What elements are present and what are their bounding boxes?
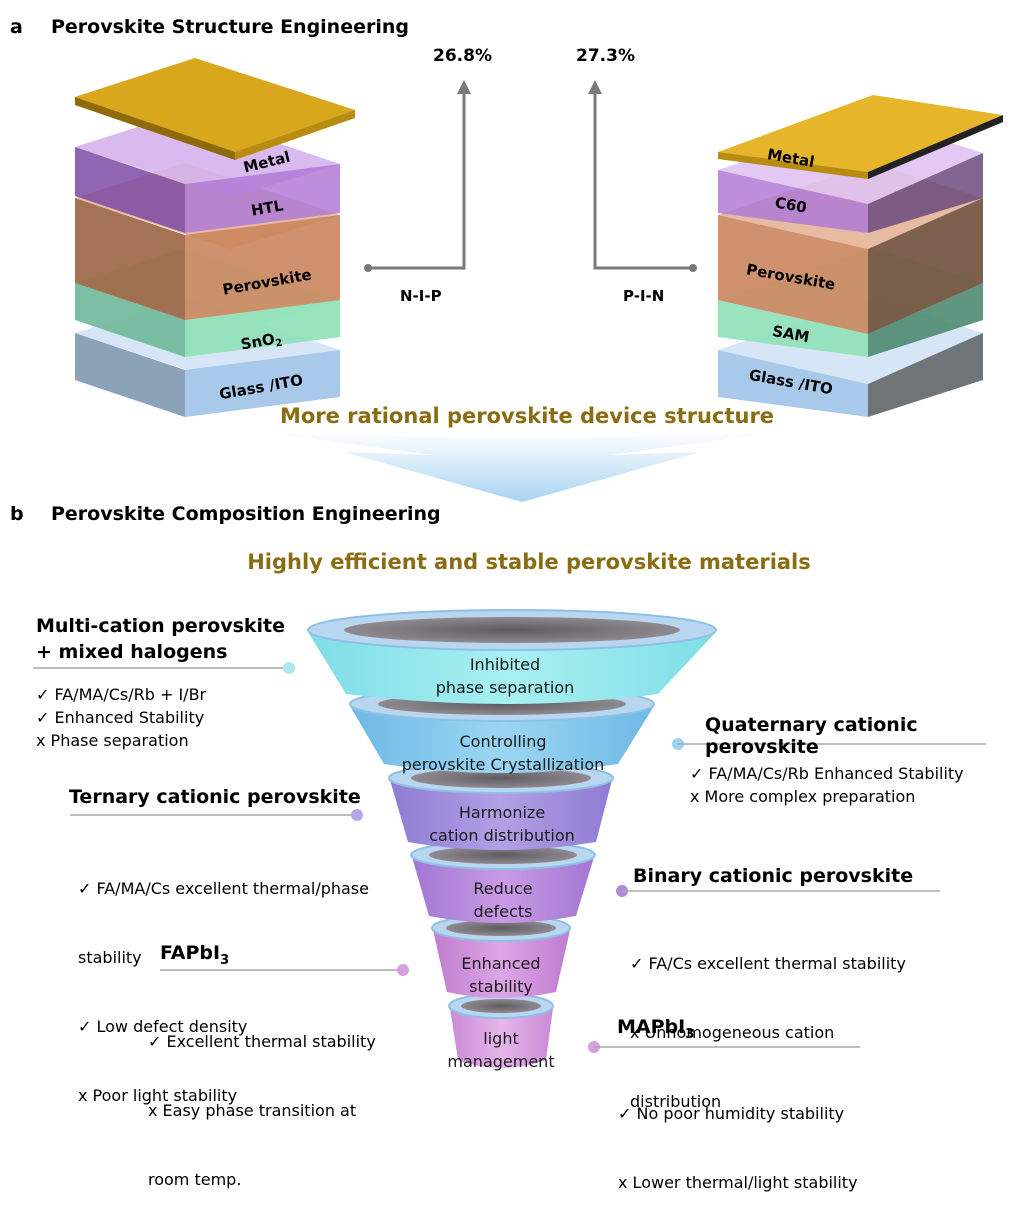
mapbi3-title-main: MAPbI [617,1016,686,1038]
multi-title-line1: Multi-cation perovskite [36,615,286,637]
funnel-tier-1 [307,609,717,704]
fapbi3-title-sub: 3 [220,952,230,968]
section-b-letter: b [10,503,24,525]
nip-label-htl: HTL [250,196,285,219]
multi-point-2: ✓ Enhanced Stability [36,708,205,727]
multi-point-1: ✓ FA/MA/Cs/Rb + I/Br [36,685,207,704]
funnel-label-3a: Harmonize [459,803,545,822]
pin-connector [588,80,697,272]
multi-title-line2: + mixed halogens [36,641,228,663]
funnel-label-1a: Inhibited [470,655,540,674]
funnel-label-5b: stability [469,977,533,996]
section-b-banner: Highly efficient and stable perovskite m… [247,550,811,574]
leader-multi [33,662,295,674]
pin-efficiency: 27.3% [576,46,635,66]
ternary-point-1: ✓ FA/MA/Cs excellent thermal/phase [78,879,369,898]
multi-point-3: x Phase separation [36,731,189,750]
section-a-letter: a [10,16,23,38]
ternary-point-3: ✓ Low defect density [78,1017,248,1036]
fapbi3-title: FAPbI3 [160,942,229,968]
binary-title: Binary cationic perovskite [633,865,914,887]
funnel-label-6b: management [447,1052,554,1071]
ternary-points: ✓ FA/MA/Cs excellent thermal/phase stabi… [78,831,369,1130]
mapbi3-title: MAPbI3 [617,1016,694,1042]
nip-label-sno2-sub: 2 [275,337,284,349]
transition-arrow [260,432,780,502]
ternary-point-4: x Poor light stability [78,1086,238,1105]
section-a-banner: More rational perovskite device structur… [279,404,775,428]
nip-layer-metal [75,58,355,160]
mapbi3-title-sub: 3 [685,1026,695,1042]
ternary-title: Ternary cationic perovskite [69,786,361,808]
binary-points: ✓ FA/Cs excellent thermal stability x Un… [630,906,906,1136]
nip-label-sno2-main: SnO [239,330,276,354]
pin-stack [718,95,1003,417]
funnel-tier-6 [448,993,554,1068]
pin-arch-label: P-I-N [623,287,665,305]
funnel-label-6a: light [483,1029,518,1048]
funnel-label-2b: perovskite Crystallization [402,755,605,774]
quaternary-point-2: x More complex preparation [690,787,916,806]
funnel-label-3b: cation distribution [429,826,575,845]
quaternary-point-1: ✓ FA/MA/Cs/Rb Enhanced Stability [690,764,964,783]
multi-title: Multi-cation perovskite + mixed halogens [36,613,285,665]
fapbi3-title-main: FAPbI [160,942,221,964]
fapbi3-point-1: ✓ Excellent thermal stability [148,1032,376,1051]
leader-mapbi3 [588,1041,860,1053]
funnel-tier-5 [431,914,571,998]
nip-arch-label: N-I-P [400,287,442,305]
nip-efficiency: 26.8% [433,46,492,66]
pin-layer-metal [718,95,1003,179]
binary-point-2: x Unhomogeneous cation [630,1023,835,1042]
funnel-label-1b: phase separation [436,678,575,697]
mapbi3-points: ✓ No poor humidity stability x Lower the… [618,1056,858,1217]
section-a-title: Perovskite Structure Engineering [51,16,409,38]
nip-stack [75,58,355,417]
section-b-title: Perovskite Composition Engineering [51,503,441,525]
multi-points: ✓ FA/MA/Cs/Rb + I/Br ✓ Enhanced Stabilit… [36,683,206,752]
figure-canvas: Metal HTL Perovskite SnO2 Glass /ITO Met… [33,58,1003,1071]
fapbi3-point-3: room temp. [148,1170,242,1189]
quaternary-title: Quaternary cationic perovskite [705,714,918,758]
nip-layer-htl [75,112,340,233]
mapbi3-point-1: ✓ No poor humidity stability [618,1104,845,1123]
pin-label-c60: C60 [774,193,809,216]
leader-binary [616,885,940,897]
quaternary-points: ✓ FA/MA/Cs/Rb Enhanced Stability x More … [690,762,964,808]
funnel-label-4b: defects [474,902,533,921]
funnel-label-2a: Controlling [459,732,546,751]
leader-fapbi3 [160,964,409,976]
funnel-label-4a: Reduce [473,879,532,898]
mapbi3-point-2: x Lower thermal/light stability [618,1173,858,1192]
funnel [307,609,717,1068]
leader-quaternary [672,738,986,750]
binary-point-1: ✓ FA/Cs excellent thermal stability [630,954,906,973]
leader-ternary [70,809,363,821]
fapbi3-points: ✓ Excellent thermal stability x Easy pha… [148,984,376,1214]
ternary-point-2: stability [78,948,142,967]
nip-connector [364,80,471,272]
nip-label-sno2: SnO2 [239,329,283,356]
funnel-label-5a: Enhanced [461,954,540,973]
binary-point-3: distribution [630,1092,722,1111]
fapbi3-point-2: x Easy phase transition at [148,1101,357,1120]
